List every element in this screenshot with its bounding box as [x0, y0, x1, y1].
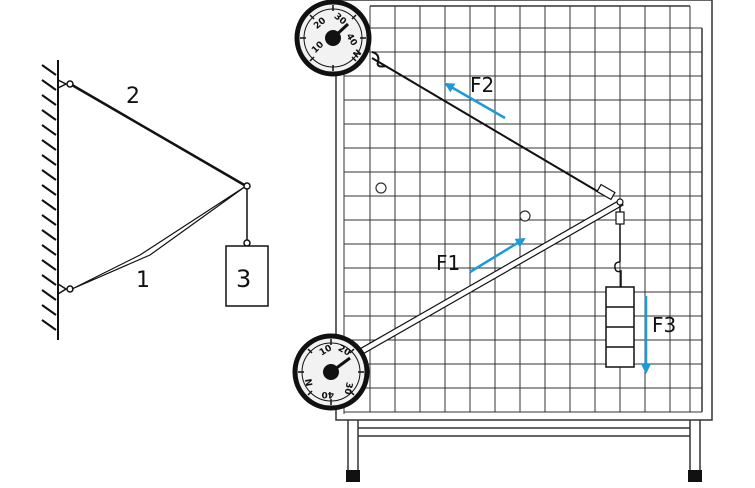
wall-hatching: [41, 64, 57, 331]
lower-dial-tick-40: 40: [321, 389, 334, 399]
peg-center: [519, 210, 531, 222]
upper-force-gauge: 10 20 30 40 N: [294, 0, 372, 77]
peg-left: [375, 182, 387, 194]
board-stand: [346, 420, 702, 482]
strut-joint: [616, 198, 624, 206]
lower-force-gauge: 10 20 30 40 N: [292, 333, 370, 411]
weight-clip: [615, 211, 625, 225]
lower-dial-unit: N: [304, 378, 315, 387]
right-foot: [688, 470, 702, 482]
f1-arrow: [469, 237, 526, 274]
rod-1: [71, 185, 247, 290]
upper-hook: [371, 51, 387, 68]
weight-stack-dividers: [606, 306, 634, 348]
board-frame: [335, 0, 713, 421]
f2-arrow: [444, 82, 506, 120]
f3-label: F3: [652, 313, 676, 337]
left-foot: [346, 470, 360, 482]
rod-1-label: 1: [136, 268, 150, 293]
apparatus: 10 20 30 40 N 10 20 30: [292, 0, 713, 482]
upper-string: [371, 57, 603, 195]
f1-label: F1: [436, 251, 460, 275]
rod-2-label: 2: [126, 84, 140, 109]
weight-box: [225, 245, 269, 307]
lower-hinge: [57, 283, 68, 295]
weight-hook-right: [614, 261, 622, 287]
f2-label: F2: [470, 73, 494, 97]
junction-point: [243, 182, 251, 190]
lower-dial-tick-30: 30: [342, 381, 354, 395]
upper-hinge-pin: [66, 80, 74, 88]
upper-string-clip: [596, 183, 616, 201]
rod-2: [71, 83, 247, 188]
upper-hinge: [57, 79, 68, 89]
weight-hook: [243, 239, 251, 247]
weight-label: 3: [236, 265, 251, 293]
left-sketch: 2 1 3: [41, 60, 269, 340]
